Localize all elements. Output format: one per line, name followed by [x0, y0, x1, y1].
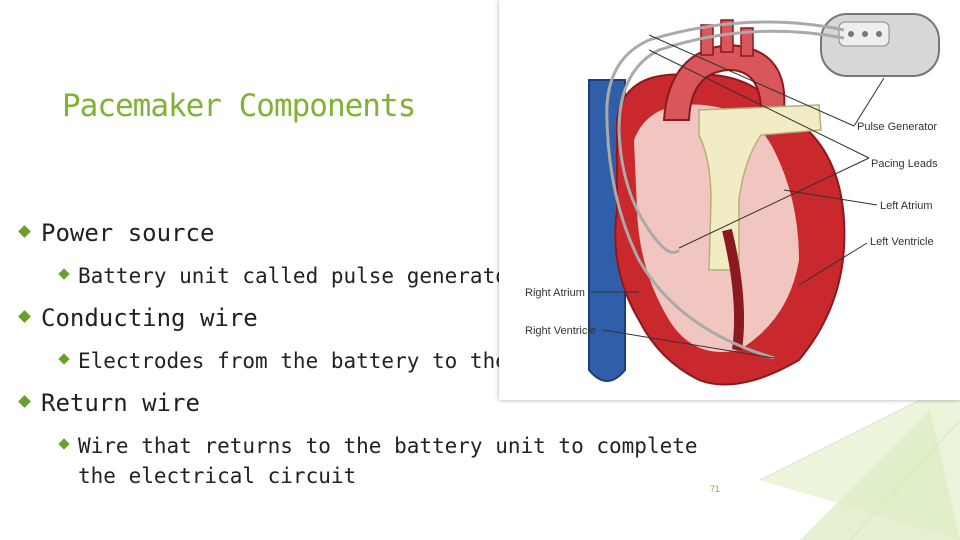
diamond-bullet-icon [18, 225, 31, 238]
diamond-bullet-icon [18, 310, 31, 323]
diamond-bullet-icon [18, 395, 31, 408]
diamond-bullet-icon [58, 353, 69, 364]
bullet-battery-unit: Battery unit called pulse generator [60, 264, 521, 288]
bullet-text: the electrical circuit [78, 464, 356, 488]
diamond-bullet-icon [58, 268, 69, 279]
bullet-text: Wire that returns to the battery unit to… [78, 434, 698, 458]
label-right-ventricle: Right Ventricle [525, 325, 596, 337]
bullet-power-source: Power source [20, 219, 214, 247]
diamond-bullet-icon [58, 438, 69, 449]
bullet-conducting-wire: Conducting wire [20, 304, 258, 332]
label-pulse-generator: Pulse Generator [857, 121, 937, 133]
bullet-return-wire: Return wire [20, 389, 200, 417]
bullet-text: Power source [41, 219, 214, 247]
bullet-wire-returns: Wire that returns to the battery unit to… [60, 434, 698, 458]
label-pacing-leads: Pacing Leads [871, 158, 938, 170]
bullet-text: Conducting wire [41, 304, 258, 332]
label-left-ventricle: Left Ventricle [870, 236, 934, 248]
page-number: 71 [710, 484, 720, 494]
label-right-atrium: Right Atrium [525, 287, 585, 299]
bullet-text: Battery unit called pulse generator [78, 264, 521, 288]
bullet-text: Return wire [41, 389, 200, 417]
pacemaker-diagram: Pulse Generator Pacing Leads Left Atrium… [499, 0, 960, 400]
slide-title: Pacemaker Components [62, 88, 415, 124]
bullet-continuation: the electrical circuit [78, 464, 356, 488]
label-left-atrium: Left Atrium [880, 200, 933, 212]
